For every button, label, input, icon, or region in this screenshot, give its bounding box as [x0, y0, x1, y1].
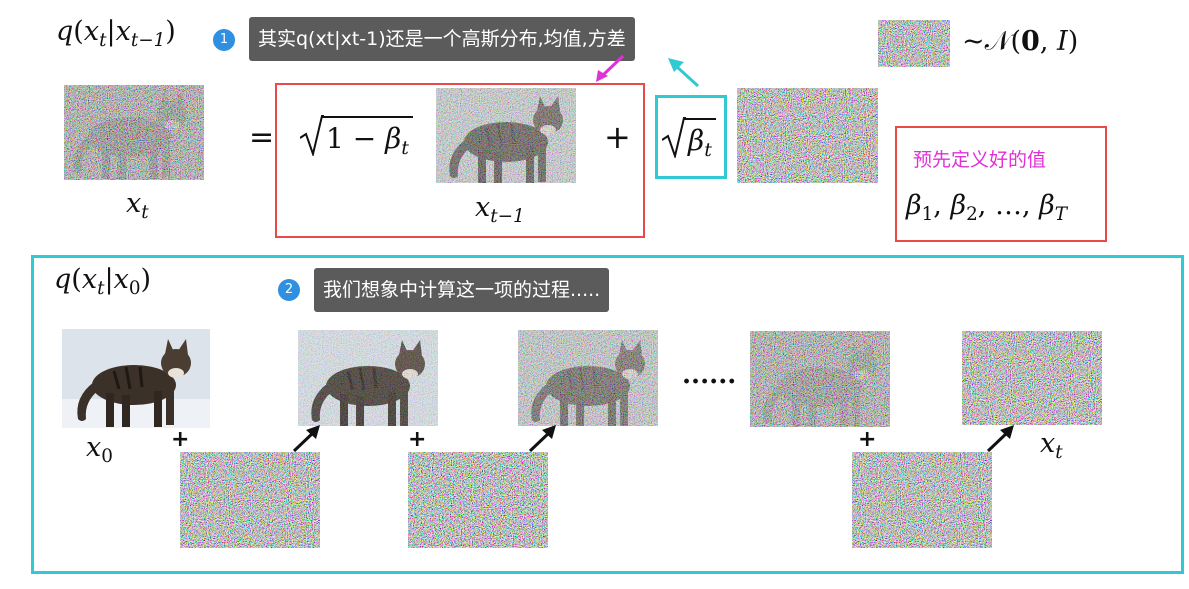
noise-epsilon-image: [737, 88, 878, 183]
plus-sign-1: +: [171, 427, 190, 452]
equals-sign: =: [249, 120, 275, 155]
step-badge-2: 2: [278, 279, 300, 301]
plus-sign: +: [604, 118, 631, 156]
ellipsis: ......: [682, 360, 737, 390]
sqrt-one-minus-beta: 1 − βt: [300, 115, 413, 158]
normal-distribution-label: ~𝒩(0, I): [962, 26, 1079, 57]
callout-process-note: 我们想象中计算这一项的过程.....: [314, 268, 610, 312]
magenta-arrowhead: [596, 70, 608, 82]
xt-minus-1-image: [436, 88, 576, 183]
magenta-arrow: [600, 54, 625, 78]
noise-image-2: [408, 452, 548, 548]
xt-noisy-image: [64, 85, 204, 180]
x0-label: x0: [86, 432, 113, 467]
predefined-values-title: 预先定义好的值: [913, 149, 1047, 171]
xt-label: xt: [126, 188, 149, 223]
noise-legend-image: [878, 20, 950, 67]
step-badge-1: 1: [213, 29, 235, 51]
noise-image-3: [852, 452, 992, 548]
beta-sequence: β1, β2, …, βT: [906, 190, 1068, 225]
arrowhead-1: [306, 425, 320, 439]
cyan-arrow: [674, 64, 700, 88]
process-panel: [31, 255, 1184, 574]
predefined-values-box: [895, 126, 1107, 242]
callout-arrows: [596, 54, 700, 88]
xt-final-image: [962, 331, 1102, 425]
step1-image: [298, 330, 438, 426]
top-title-formula: q(xt|xt−1): [56, 16, 176, 51]
x0-clean-image: [62, 329, 210, 428]
callout-gaussian-note: 其实q(xt|xt-1)还是一个高斯分布,均值,方差: [249, 17, 635, 61]
plus-sign-3: +: [858, 427, 877, 452]
xt-minus-1-label: xt−1: [475, 192, 525, 227]
noise-image-1: [180, 452, 320, 548]
mean-term-box: [275, 83, 645, 238]
xt-final-label: xt: [1040, 428, 1063, 463]
bottom-title-formula: q(xt|x0): [54, 264, 152, 299]
step-near-final-image: [750, 331, 890, 427]
sqrt-beta: βt: [662, 117, 716, 160]
cyan-arrowhead: [668, 58, 684, 72]
step2-image: [518, 330, 658, 426]
variance-term-box: [655, 95, 727, 179]
arrowhead-3: [1000, 425, 1014, 439]
arrowhead-2: [542, 425, 556, 439]
plus-sign-2: +: [408, 427, 427, 452]
